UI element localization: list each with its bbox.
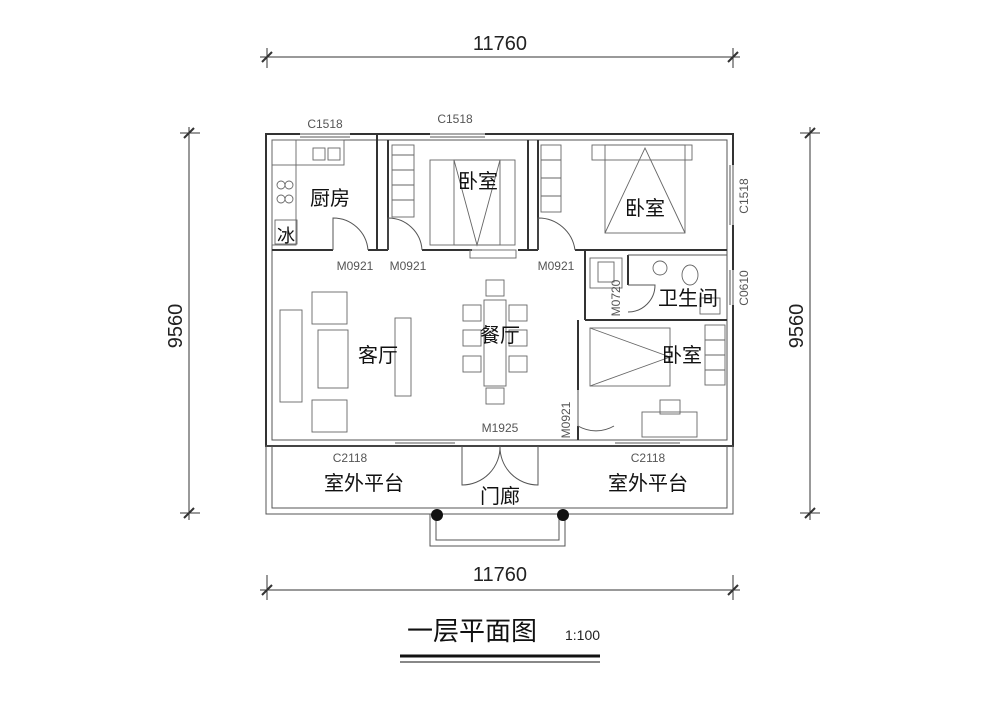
door-tag-m0921-bedroom: M0921 xyxy=(390,259,427,273)
room-fridge: 冰 xyxy=(277,226,295,247)
window-tag-c0610: C0610 xyxy=(737,270,751,306)
door-tag-m1925: M1925 xyxy=(482,421,519,435)
room-living: 客厅 xyxy=(358,343,398,367)
column-right xyxy=(557,509,569,521)
dimension-lines xyxy=(180,48,820,600)
furniture xyxy=(271,139,726,438)
terrace xyxy=(265,445,734,547)
window-tag-c1518-right: C1518 xyxy=(737,178,751,214)
window-tag-c1518-kitchen: C1518 xyxy=(307,117,343,131)
room-bedroom-top: 卧室 xyxy=(458,169,498,193)
plan-scale: 1:100 xyxy=(565,627,600,643)
room-porch: 门廊 xyxy=(480,484,520,508)
dim-left-height: 9560 xyxy=(165,304,187,349)
window-tag-c2118-left: C2118 xyxy=(333,451,368,465)
door-tag-m0921-small: M0921 xyxy=(559,401,573,438)
window-tag-c2118-right: C2118 xyxy=(631,451,666,465)
room-terrace-right: 室外平台 xyxy=(608,471,688,495)
room-bedroom-small: 卧室 xyxy=(662,343,702,367)
room-terrace-left: 室外平台 xyxy=(324,471,404,495)
dim-bottom-width: 11760 xyxy=(473,564,527,586)
dim-right-height: 9560 xyxy=(786,304,808,349)
door-tag-m0921-kitchen: M0921 xyxy=(337,259,374,273)
plan-title: 一层平面图 xyxy=(407,617,537,647)
room-kitchen: 厨房 xyxy=(310,186,350,210)
door-tag-m0720: M0720 xyxy=(609,279,623,316)
window-tag-c1518-bedroom: C1518 xyxy=(437,112,473,126)
dim-top-width: 11760 xyxy=(473,33,527,55)
room-dining: 餐厅 xyxy=(480,323,520,347)
room-bedroom-master: 卧室 xyxy=(625,196,665,220)
column-left xyxy=(431,509,443,521)
room-bathroom: 卫生间 xyxy=(658,286,718,310)
door-tag-m0921-master: M0921 xyxy=(538,259,575,273)
